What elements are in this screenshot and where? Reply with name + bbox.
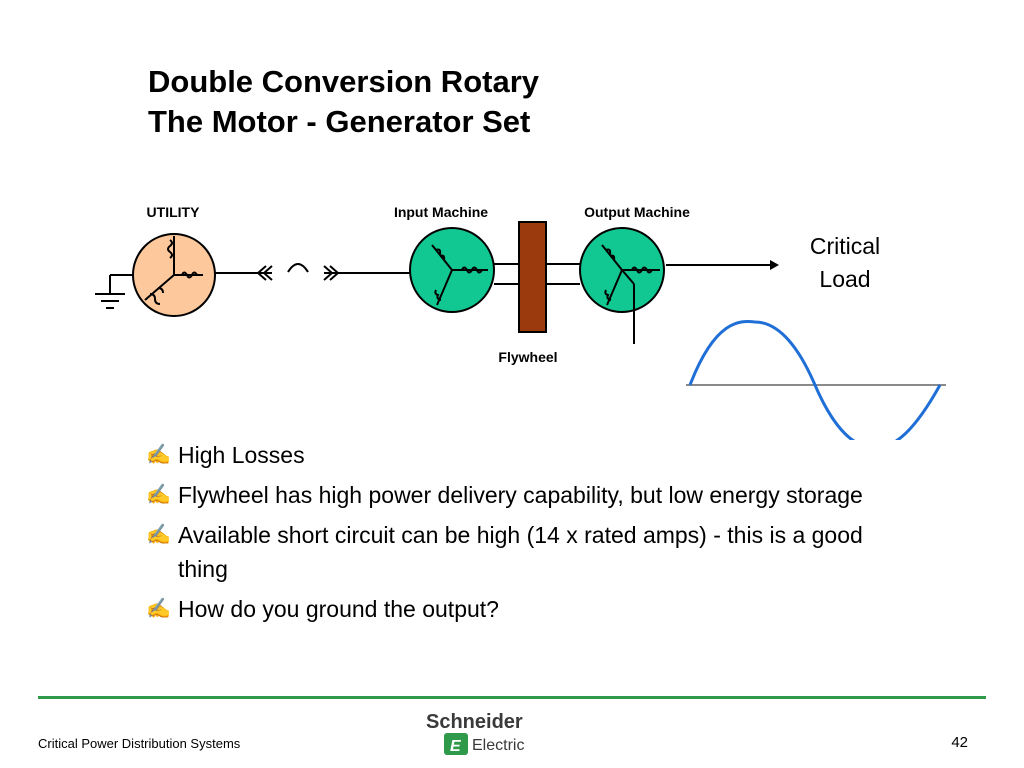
flywheel-icon: [518, 221, 547, 333]
output-machine-icon: [579, 227, 665, 344]
title-line-2: The Motor - Generator Set: [148, 104, 531, 139]
list-item: ✍ How do you ground the output?: [146, 592, 866, 626]
utility-label: UTILITY: [147, 204, 201, 220]
motor-generator-diagram: UTILITY Input Machine Output Machine Fly…: [95, 204, 946, 440]
slide-title: Double Conversion Rotary The Motor - Gen…: [148, 62, 539, 142]
schneider-electric-logo: Schneider E Electric: [426, 711, 524, 755]
output-machine-label: Output Machine: [584, 204, 690, 220]
utility-source-icon: [132, 233, 216, 317]
footer-divider: [38, 696, 986, 699]
critical-load-line-2: Load: [819, 266, 870, 292]
input-machine-label: Input Machine: [394, 204, 488, 220]
ground-icon: [95, 274, 138, 309]
logo-text-schneider: Schneider: [426, 711, 523, 733]
bullet-list: ✍ High Losses ✍ Flywheel has high power …: [146, 438, 866, 632]
title-line-1: Double Conversion Rotary: [148, 64, 539, 99]
bullet-text: Available short circuit can be high (14 …: [178, 522, 863, 582]
bullet-text: How do you ground the output?: [178, 596, 499, 622]
list-item: ✍ High Losses: [146, 438, 866, 472]
list-item: ✍ Available short circuit can be high (1…: [146, 518, 866, 586]
writing-hand-icon: ✍: [146, 598, 171, 620]
critical-load-line-1: Critical: [810, 233, 880, 259]
page-number: 42: [951, 734, 968, 751]
writing-hand-icon: ✍: [146, 444, 171, 466]
writing-hand-icon: ✍: [146, 484, 171, 506]
writing-hand-icon: ✍: [146, 524, 171, 546]
logo-mark-icon: [444, 733, 468, 755]
flywheel-label: Flywheel: [498, 349, 557, 365]
sine-wave-icon: [686, 319, 946, 440]
bullet-text: Flywheel has high power delivery capabil…: [178, 482, 863, 508]
input-machine-icon: [409, 227, 495, 313]
footer-text: Critical Power Distribution Systems: [38, 736, 241, 751]
logo-mark-letter: E: [450, 738, 462, 755]
bullet-text: High Losses: [178, 442, 305, 468]
output-arrow-icon: [770, 260, 779, 270]
breaker-icon: [256, 263, 340, 281]
logo-text-electric: Electric: [472, 737, 524, 754]
list-item: ✍ Flywheel has high power delivery capab…: [146, 478, 866, 512]
